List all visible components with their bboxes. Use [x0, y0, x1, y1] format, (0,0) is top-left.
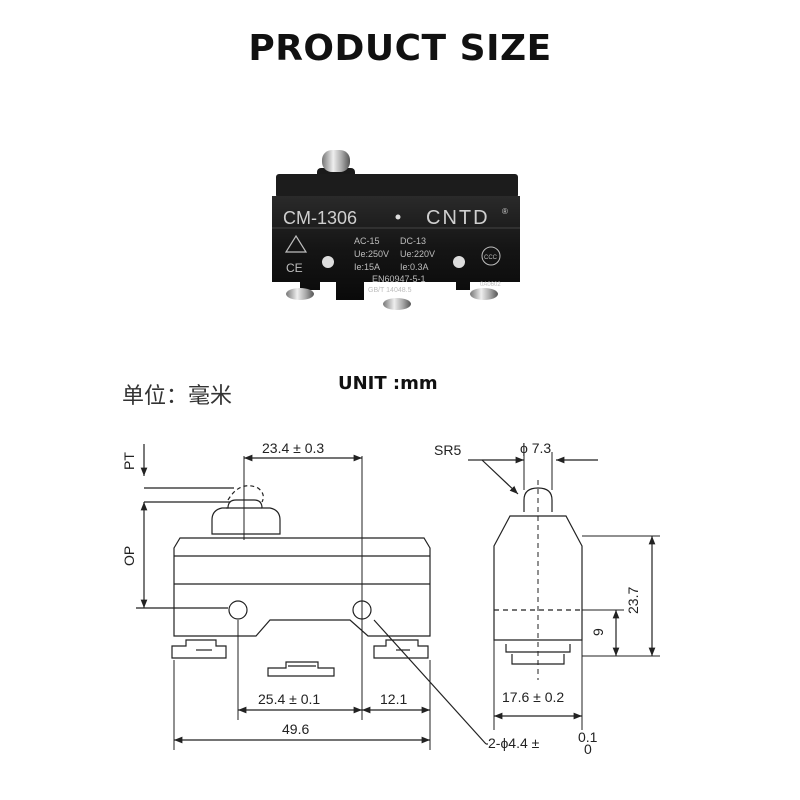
ce-mark: CE — [286, 261, 303, 275]
side-plunger — [523, 487, 553, 512]
photo-hole-left — [322, 256, 334, 268]
terminal-center — [267, 661, 335, 677]
brand-label: CNTD — [426, 207, 490, 229]
dim-hole-tol-lower: 0 — [584, 741, 592, 757]
dim-hole-tol-upper: 0.1 — [578, 729, 598, 745]
ccc-mark-icon — [481, 246, 501, 266]
page-title: PRODUCT SIZE — [248, 28, 552, 69]
standard-1: EN60947-5-1 — [372, 274, 426, 284]
dim-sr: SR5 — [434, 442, 461, 458]
front-body — [173, 537, 431, 637]
dim-hole-spacing: 25.4 ± 0.1 — [258, 691, 320, 707]
model-label: CM-1306 — [283, 208, 357, 228]
dim-overall-length: 49.6 — [282, 721, 309, 737]
dim-hole-to-edge: 12.1 — [380, 691, 407, 707]
warning-triangle-icon — [284, 234, 308, 253]
ccc-mark: CCC — [484, 255, 498, 261]
photo-dot — [395, 214, 401, 220]
photo-hole-right — [453, 256, 465, 268]
unit-label-chinese: 单位：毫米 — [122, 384, 233, 409]
terminal-left — [171, 639, 227, 659]
unit-label-english: UNIT :mm — [338, 373, 438, 394]
dim-plunger-offset: 23.4 ± 0.3 — [262, 440, 324, 456]
dim-hole-dia: 2-ϕ4.4 ± — [488, 735, 540, 751]
rating-dc-1: Ue:220V — [400, 249, 435, 259]
registered-mark: ® — [502, 207, 508, 216]
rating-dc-2: Ie:0.3A — [400, 262, 429, 272]
switch-lid — [276, 174, 518, 198]
rating-ac-0: AC-15 — [354, 236, 380, 246]
code-label: 0A0602 — [480, 282, 501, 288]
dim-pt: PT — [121, 452, 137, 470]
front-plunger — [211, 499, 281, 535]
dim-height: 23.7 — [625, 587, 641, 614]
plunger-cap — [322, 150, 350, 172]
ratings-ac: AC-15 Ue:250V Ie:15A — [354, 236, 389, 272]
rating-dc-0: DC-13 — [400, 236, 426, 246]
rating-ac-2: Ie:15A — [354, 262, 380, 272]
rating-ac-1: Ue:250V — [354, 249, 389, 259]
dim-op: OP — [121, 546, 137, 566]
dim-hole-height: 9 — [590, 628, 606, 636]
dim-plunger-dia: ϕ 7.3 — [520, 440, 551, 456]
standard-2: GB/T 14048.5 — [368, 287, 412, 294]
switch-body — [272, 196, 520, 300]
front-hole-left — [228, 600, 248, 620]
product-photo: CM-1306 CNTD ® AC-15 Ue:250V Ie:15A DC-1… — [272, 150, 520, 310]
side-terminal — [505, 644, 571, 665]
dim-width: 17.6 ± 0.2 — [502, 689, 564, 705]
terminal-right — [373, 639, 429, 659]
screw-right — [470, 288, 498, 300]
screw-left — [286, 288, 314, 300]
ratings-dc: DC-13 Ue:220V Ie:0.3A — [400, 236, 435, 272]
screw-center — [383, 298, 411, 310]
front-view — [171, 456, 431, 750]
